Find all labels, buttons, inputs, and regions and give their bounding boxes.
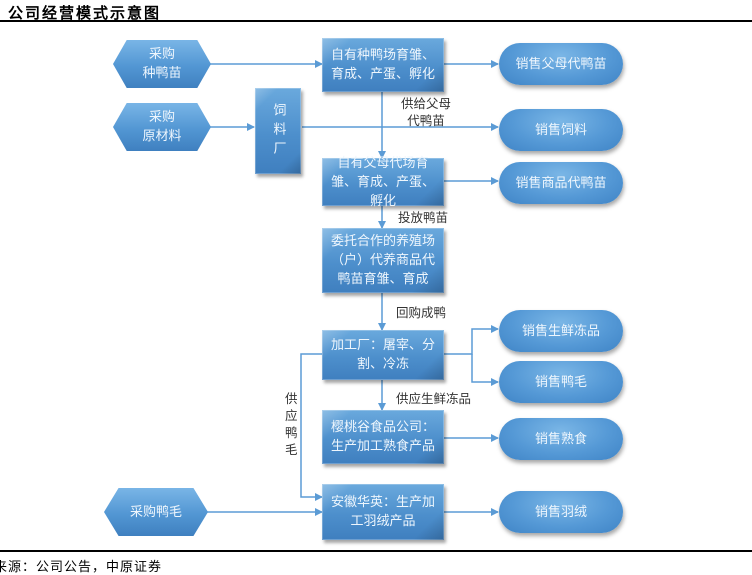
figure-title: 公司经营模式示意图 xyxy=(8,4,162,22)
source-note: 来源：公司公告，中原证券 xyxy=(0,560,163,575)
label-buyback-ducks: 回购成鸭 xyxy=(396,305,447,320)
output-sell-feed: 销售饲料 xyxy=(499,109,623,151)
output-sell-fresh-frozen: 销售生鲜冻品 xyxy=(499,310,623,352)
node-anhui-huaying: 安徽华英：生产加工羽绒产品 xyxy=(322,484,444,540)
node-contract-farms: 委托合作的养殖场（户）代养商品代鸭苗育雏、育成 xyxy=(322,228,444,293)
node-feed-mill: 饲料厂 xyxy=(255,88,301,174)
node-buy-duck-feathers: 采购鸭毛 xyxy=(104,488,208,536)
node-yingtaogu: 樱桃谷食品公司：生产加工熟食产品 xyxy=(322,410,444,464)
label-supply-parent-ducklings: 供给父母代鸭苗 xyxy=(400,96,451,128)
output-sell-cooked-food: 销售熟食 xyxy=(499,418,623,460)
label-supply-duck-feathers: 供应鸭毛 xyxy=(285,391,298,457)
bottom-rule xyxy=(0,550,752,552)
edge-processing-to-sell-feathers xyxy=(471,354,499,386)
edge-processing-to-huaying-feathers xyxy=(300,353,323,501)
output-sell-down: 销售羽绒 xyxy=(499,491,623,533)
label-release-ducklings: 投放鸭苗 xyxy=(398,210,449,225)
node-own-parent-farm: 自有父母代场育雏、育成、产蛋、孵化 xyxy=(322,156,444,209)
node-processing-plant: 加工厂：屠宰、分割、冷冻 xyxy=(322,330,444,380)
label-supply-fresh-frozen: 供应生鲜冻品 xyxy=(396,391,472,406)
node-buy-raw-materials: 采购 原材料 xyxy=(113,103,211,151)
node-own-breeder-farm: 自有种鸭场育雏、育成、产蛋、孵化 xyxy=(322,38,444,92)
node-buy-breeder-ducklings: 采购 种鸭苗 xyxy=(113,40,211,88)
output-sell-commercial-ducklings: 销售商品代鸭苗 xyxy=(499,162,623,204)
output-sell-parent-ducklings: 销售父母代鸭苗 xyxy=(499,43,623,85)
edge-processing-to-sales-branch xyxy=(444,325,499,355)
top-rule xyxy=(0,20,752,22)
output-sell-duck-feathers: 销售鸭毛 xyxy=(499,361,623,403)
